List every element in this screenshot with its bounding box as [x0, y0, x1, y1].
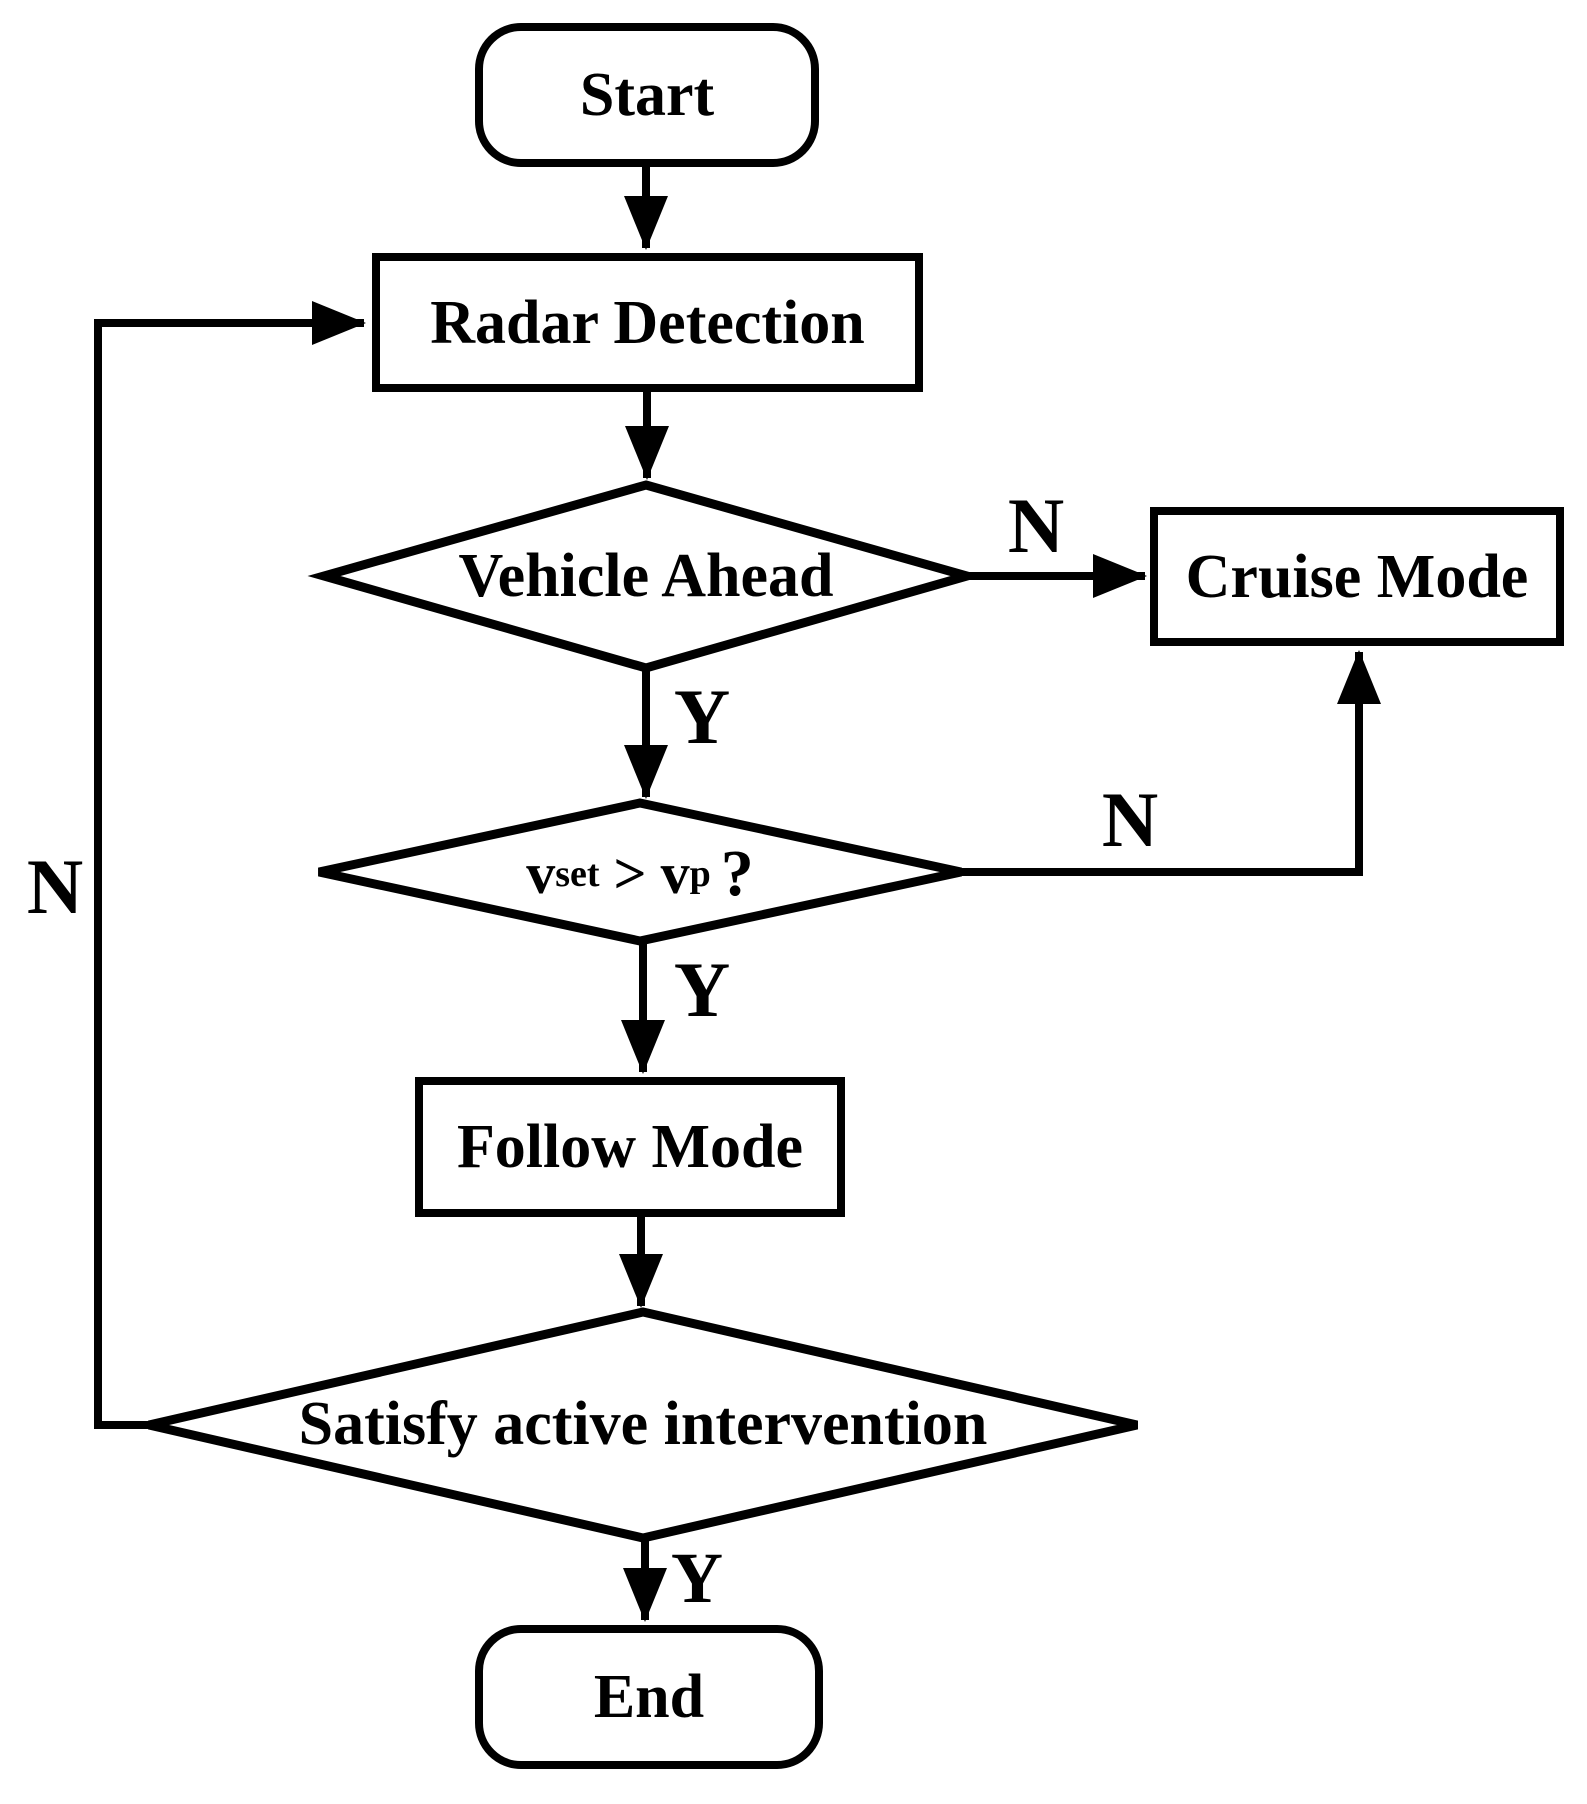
start-label: Start [579, 61, 715, 129]
arrow-intervention-to-radar [94, 301, 366, 1429]
speed-check-var2: v [660, 841, 690, 906]
follow-mode-node: Follow Mode [415, 1077, 845, 1217]
speed-check-question-mark: ? [720, 837, 754, 910]
edge-label-vehicle-ahead-no: N [1007, 482, 1065, 569]
intervention-decision [147, 1307, 1139, 1543]
end-label: End [593, 1663, 705, 1731]
vehicle-ahead-decision [307, 480, 984, 673]
speed-check-var2-sub: p [689, 853, 711, 895]
start-node: Start [475, 23, 819, 167]
edge-label-vehicle-ahead-yes: Y [673, 673, 731, 760]
follow-mode-label: Follow Mode [456, 1113, 804, 1181]
arrow-speed-check-to-cruise [960, 650, 1381, 876]
edge-label-speed-check-no: N [1101, 776, 1159, 863]
speed-check-operator: > [613, 841, 647, 906]
end-node: End [475, 1625, 823, 1769]
speed-check-var1: v [526, 841, 556, 906]
edge-label-intervention-no: N [26, 843, 84, 930]
cruise-mode-node: Cruise Mode [1150, 507, 1564, 646]
vehicle-ahead-label: Vehicle Ahead [458, 542, 834, 610]
intervention-label: Satisfy active intervention [298, 1390, 988, 1458]
edge-label-intervention-yes: Y [671, 1538, 723, 1618]
speed-check-var1-sub: set [555, 853, 600, 895]
cruise-mode-label: Cruise Mode [1185, 542, 1529, 611]
speed-check-decision [318, 798, 962, 946]
radar-detection-node: Radar Detection [372, 253, 923, 392]
radar-detection-label: Radar Detection [430, 288, 865, 357]
edge-label-speed-check-yes: Y [673, 946, 731, 1033]
